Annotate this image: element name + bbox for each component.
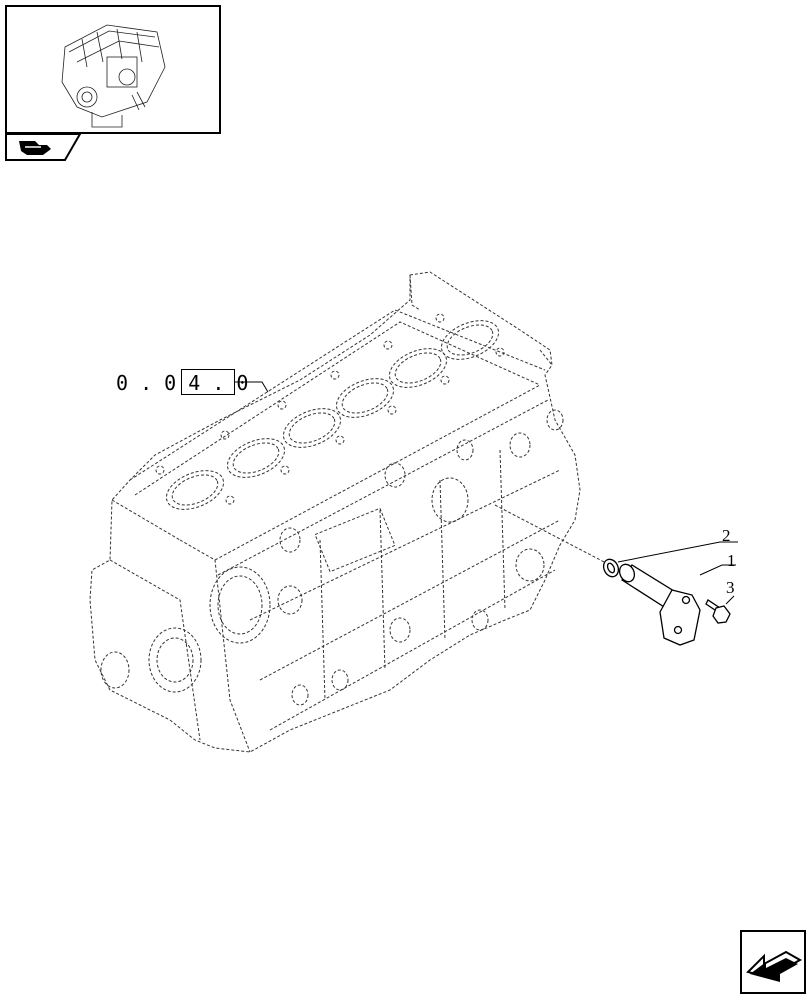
callout-leader-3	[725, 595, 735, 605]
navigation-button[interactable]	[740, 930, 806, 994]
reference-label[interactable]: 0 . 0 4 . 0	[116, 371, 249, 395]
reference-box	[181, 369, 235, 395]
bolt-part	[705, 599, 731, 624]
oring-part	[602, 558, 620, 578]
callout-2: 2	[722, 526, 731, 545]
section-tab[interactable]	[5, 133, 81, 161]
tube-flange-part	[618, 563, 701, 646]
engine-thumbnail-icon	[61, 24, 166, 128]
callout-3: 3	[726, 578, 735, 597]
reference-leader	[235, 381, 269, 393]
callout-1: 1	[727, 551, 736, 570]
callout-leader-2	[617, 541, 738, 563]
book-arrow-icon	[19, 141, 51, 155]
callout-leader-1	[699, 564, 736, 576]
arrow-left-icon	[746, 950, 803, 982]
engine-thumbnail[interactable]	[5, 5, 221, 134]
